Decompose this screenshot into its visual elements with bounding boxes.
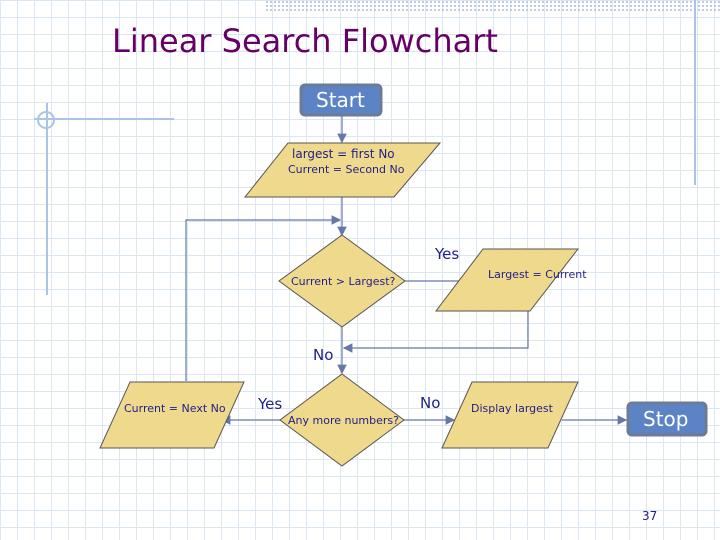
decorative-circle	[37, 111, 55, 129]
compare-decision	[278, 234, 406, 328]
compare-yes-label: Yes	[435, 245, 460, 263]
decorative-vertical-line-left	[46, 103, 48, 295]
edge-loop-back	[185, 215, 342, 381]
decorative-horizontal-line-left	[34, 118, 174, 120]
stop-label: Stop	[643, 407, 689, 431]
decorative-dot-band	[265, 0, 720, 12]
start-label: Start	[316, 88, 365, 112]
more-no-label: No	[420, 394, 441, 412]
stop-terminator	[626, 401, 708, 437]
next-number-label: Current = Next No	[124, 402, 226, 415]
more-numbers-decision	[279, 373, 405, 467]
page-number: 37	[642, 509, 658, 523]
assign-parallelogram	[434, 248, 580, 312]
more-yes-label: Yes	[258, 395, 283, 413]
display-parallelogram	[441, 381, 579, 449]
edge-assign-return	[342, 311, 529, 353]
slide-title: Linear Search Flowchart	[112, 22, 498, 60]
compare-no-label: No	[313, 346, 334, 364]
init-label-line1: largest = first No	[292, 147, 395, 161]
init-label-line2: Current = Second No	[288, 163, 405, 176]
init-parallelogram	[243, 142, 442, 198]
assign-label: Largest = Current	[488, 268, 587, 281]
start-terminator	[299, 83, 383, 117]
decorative-vertical-line-right	[694, 0, 696, 185]
next-number-parallelogram	[99, 381, 245, 449]
compare-label: Current > Largest?	[291, 275, 396, 288]
display-label: Display largest	[471, 402, 553, 415]
more-numbers-label: Any more numbers?	[288, 414, 399, 427]
